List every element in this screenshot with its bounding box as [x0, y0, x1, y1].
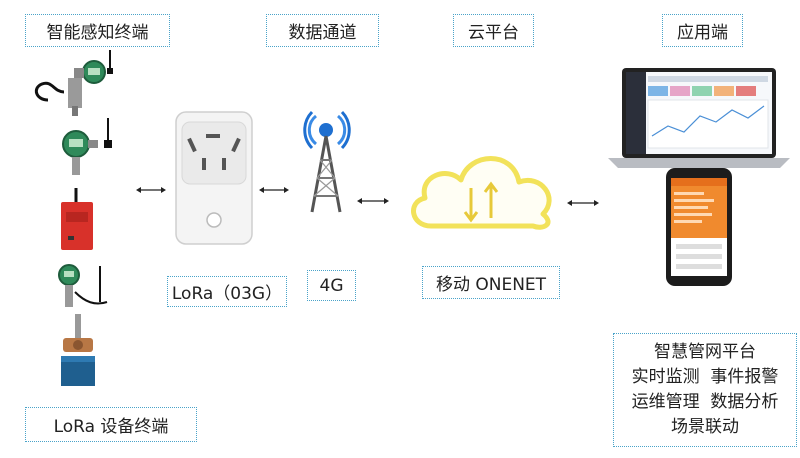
- arrow-lora-to-4g: [258, 185, 290, 195]
- arrow-sensors-to-lora: [135, 185, 167, 195]
- sensor-red-transmitter: [55, 186, 105, 260]
- lora-socket-device: [172, 108, 256, 252]
- feature-item: 运维管理 数据分析: [631, 392, 779, 412]
- laptop-dashboard: [608, 66, 790, 174]
- sensor-valve: [55, 312, 105, 396]
- feature-item: 场景联动: [671, 417, 739, 437]
- feature-item: 实时监测 事件报警: [631, 367, 779, 387]
- cell-tower-icon: [294, 100, 358, 224]
- feature-item: 智慧管网平台: [654, 342, 756, 362]
- sensor-pressure-gauge-2: [50, 118, 120, 182]
- label-onenet: 移动 ONENET: [422, 266, 560, 299]
- label-cloud-platform: 云平台: [453, 14, 534, 47]
- label-lora-terminal: LoRa 设备终端: [25, 407, 197, 442]
- label-app-side: 应用端: [662, 14, 743, 47]
- label-data-channel: 数据通道: [266, 14, 379, 47]
- arrow-cloud-to-app: [566, 198, 600, 208]
- arrow-4g-to-cloud: [356, 196, 390, 206]
- cloud-icon: [403, 138, 563, 242]
- label-lora-module: LoRa（03G）: [167, 276, 287, 307]
- sensor-pressure-gauge-1: [28, 48, 128, 122]
- label-terminal-top: 智能感知终端: [25, 14, 170, 47]
- label-4g: 4G: [307, 270, 356, 301]
- phone-app: [664, 166, 734, 292]
- sensor-flow-meter: [55, 262, 125, 316]
- feature-list: 智慧管网平台 实时监测 事件报警 运维管理 数据分析 场景联动: [613, 333, 797, 447]
